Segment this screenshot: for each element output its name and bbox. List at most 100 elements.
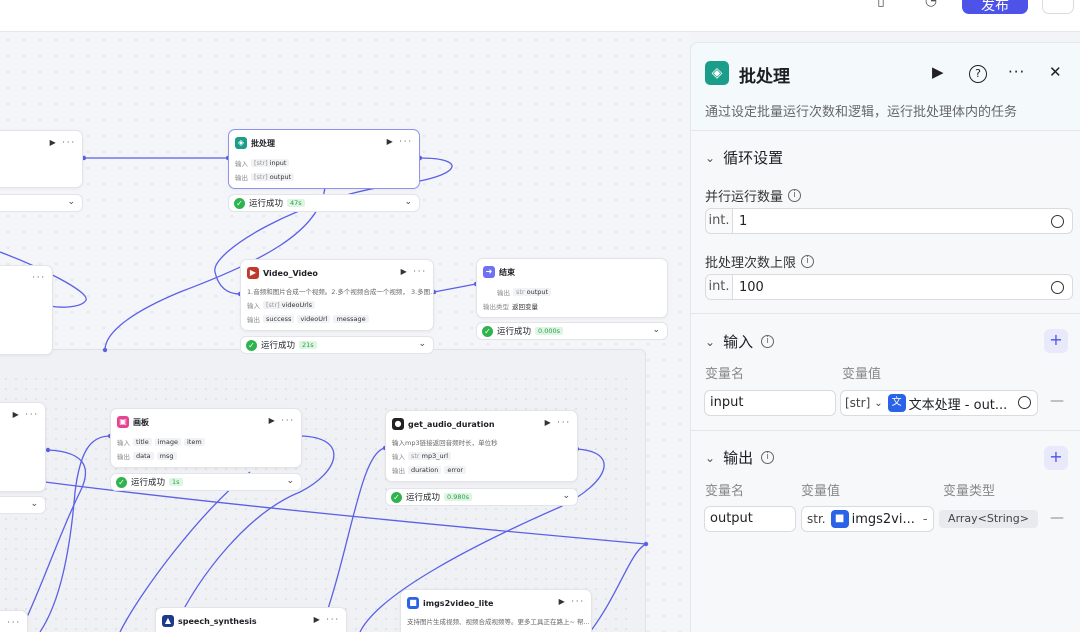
imgs2video-node-header: ■ imgs2video_lite xyxy=(407,596,493,610)
input-section[interactable]: ⌄ 输入 i xyxy=(705,331,775,352)
exit-icon: ➜ xyxy=(483,266,495,278)
info-icon[interactable]: i xyxy=(788,189,802,202)
output-label: 输出 xyxy=(235,174,248,182)
input-tag-type: [str] xyxy=(254,159,268,167)
remove-input-icon[interactable]: — xyxy=(1050,393,1064,409)
node-actions-icon[interactable]: ▶ ··· xyxy=(49,138,76,147)
output-tag-type: str xyxy=(516,288,525,296)
video-logo-icon: ▶ xyxy=(247,267,259,279)
left-node-top-status[interactable]: ⌄ xyxy=(0,194,83,212)
output-tag: videoUrl xyxy=(297,315,331,323)
variable-reference-icon[interactable] xyxy=(1051,215,1064,228)
input-value-field[interactable]: [str] ⌄ 文 文本处理 - out... xyxy=(840,390,1038,416)
clock-icon[interactable]: ◔ xyxy=(924,0,938,9)
audio-duration-node[interactable]: ● get_audio_duration ▶ ··· 输入mp3链接返回音频时长… xyxy=(385,410,578,482)
node-actions-icon[interactable]: ··· xyxy=(7,618,21,627)
output-tag: duration xyxy=(408,466,442,474)
run-icon[interactable]: ▶ xyxy=(932,63,944,81)
input-tag: title xyxy=(133,438,152,446)
success-icon: ✓ xyxy=(246,339,257,351)
node-actions-icon[interactable]: ··· xyxy=(32,273,46,282)
chevron-down-icon: ⌄ xyxy=(562,491,570,501)
batch-node-status[interactable]: ✓ 运行成功 47s ⌄ xyxy=(228,194,420,212)
limit-label-text: 批处理次数上限 xyxy=(705,256,797,271)
batch-node[interactable]: ◈ 批处理 ▶ ··· 输入 [str]input 输出 [str]output xyxy=(228,129,420,189)
duration-badge: 47s xyxy=(287,199,305,207)
loop-settings-section[interactable]: ⌄ 循环设置 xyxy=(705,147,783,168)
input-name-field[interactable]: input xyxy=(704,390,836,416)
batch-limit-input[interactable]: int. 100 xyxy=(705,274,1073,300)
end-node-status[interactable]: ✓ 运行成功 0.000s ⌄ xyxy=(476,322,668,340)
left-node-batch[interactable]: ▶ ··· xyxy=(0,402,46,492)
end-node-title: 结束 xyxy=(499,267,515,277)
add-output-button[interactable]: + xyxy=(1044,446,1068,470)
input-label: 输入 xyxy=(247,302,260,310)
output-label: 输出 xyxy=(392,467,405,475)
chevron-down-icon: ⌄ xyxy=(705,450,716,465)
canvas-board-node[interactable]: ▣ 画板 ▶ ··· 输入 title image item 输出 data m… xyxy=(110,408,302,468)
more-icon[interactable]: ··· xyxy=(1008,63,1026,81)
output-name-field[interactable]: output xyxy=(704,506,796,532)
variable-reference-icon[interactable] xyxy=(1051,281,1064,294)
canvas-board-node-status[interactable]: ✓ 运行成功 1s ⌄ xyxy=(110,473,302,491)
node-actions-icon[interactable]: ▶ ··· xyxy=(400,267,427,276)
status-text: 运行成功 xyxy=(406,493,441,503)
output-ref-suffix: - xyxy=(922,511,928,527)
close-icon[interactable]: ✕ xyxy=(1049,63,1062,81)
canvas-board-output-row: 输出 data msg xyxy=(117,451,177,461)
output-tag: [str]output xyxy=(251,173,295,181)
audio-node-status[interactable]: ✓ 运行成功 0.980s ⌄ xyxy=(385,488,578,506)
divider xyxy=(691,313,1080,314)
publish-button[interactable]: 发布 xyxy=(962,0,1028,14)
info-icon[interactable]: i xyxy=(761,335,775,348)
video-node-status[interactable]: ✓ 运行成功 21s ⌄ xyxy=(240,336,434,354)
input-tag: [str]videoUrls xyxy=(263,301,316,309)
info-icon[interactable]: i xyxy=(761,451,775,464)
share-icon[interactable] xyxy=(1042,0,1074,14)
chevron-down-icon: ⌄ xyxy=(705,334,716,349)
parallel-label-text: 并行运行数量 xyxy=(705,190,784,205)
parallel-count-input[interactable]: int. 1 xyxy=(705,208,1073,234)
left-node-top[interactable]: ▶ ··· xyxy=(0,130,83,188)
node-actions-icon[interactable]: ▶ ··· xyxy=(386,137,413,146)
parallel-value: 1 xyxy=(739,213,748,229)
imgs2video-node[interactable]: ■ imgs2video_lite ▶ ··· 支持图片生成视频、视频合成视频等… xyxy=(400,589,592,632)
output-section[interactable]: ⌄ 输出 i xyxy=(705,447,775,468)
workflow-canvas[interactable]: ▶ ··· ⌄ ··· ▶ ··· ⌄ ··· ◈ 批处理 ▶ ··· 输入 [… xyxy=(0,32,690,632)
node-actions-icon[interactable]: ▶ ··· xyxy=(544,418,571,427)
add-input-button[interactable]: + xyxy=(1044,329,1068,353)
info-icon[interactable]: i xyxy=(801,255,815,268)
speech-synthesis-node[interactable]: ▲ speech_synthesis ▶ ··· xyxy=(155,607,347,632)
phone-icon[interactable]: ▯ xyxy=(877,0,885,9)
chevron-down-icon[interactable]: ⌄ xyxy=(874,397,883,409)
remove-output-icon[interactable]: — xyxy=(1050,510,1064,526)
end-node-header: ➜ 结束 xyxy=(483,265,515,279)
chevron-down-icon: ⌄ xyxy=(418,339,426,349)
left-node-mid[interactable]: ··· xyxy=(0,265,53,355)
left-node-batch-status[interactable]: ⌄ xyxy=(0,496,46,514)
input-tag-type: str xyxy=(411,452,420,460)
node-actions-icon[interactable]: ▶ ··· xyxy=(558,597,585,606)
type-prefix: int. xyxy=(706,209,733,233)
input-tag-type: [str] xyxy=(266,301,280,309)
variable-reference-icon[interactable] xyxy=(1018,396,1031,409)
audio-node-desc: 输入mp3链接返回音频时长，单位秒 xyxy=(392,439,498,447)
output-section-title: 输出 xyxy=(723,449,754,467)
help-icon[interactable]: ? xyxy=(969,65,987,83)
video-node[interactable]: ▶ Video_Video ▶ ··· 1.音频和图片合成一个视频。2.多个视频… xyxy=(240,259,436,331)
output-col-type: 变量类型 xyxy=(943,484,996,499)
output-tag: message xyxy=(333,315,369,323)
node-actions-icon[interactable]: ▶ ··· xyxy=(313,615,340,624)
node-actions-icon[interactable]: ▶ ··· xyxy=(12,410,39,419)
left-node-bottom[interactable]: ··· xyxy=(0,610,28,632)
canvas-board-node-header: ▣ 画板 xyxy=(117,415,149,429)
output-col-value: 变量值 xyxy=(801,484,841,499)
node-actions-icon[interactable]: ▶ ··· xyxy=(268,416,295,425)
speech-logo-icon: ▲ xyxy=(162,615,174,627)
duration-badge: 0.980s xyxy=(444,493,473,501)
output-value-field[interactable]: str. ■ imgs2vi... - xyxy=(801,506,934,532)
duration-badge: 1s xyxy=(169,478,183,486)
